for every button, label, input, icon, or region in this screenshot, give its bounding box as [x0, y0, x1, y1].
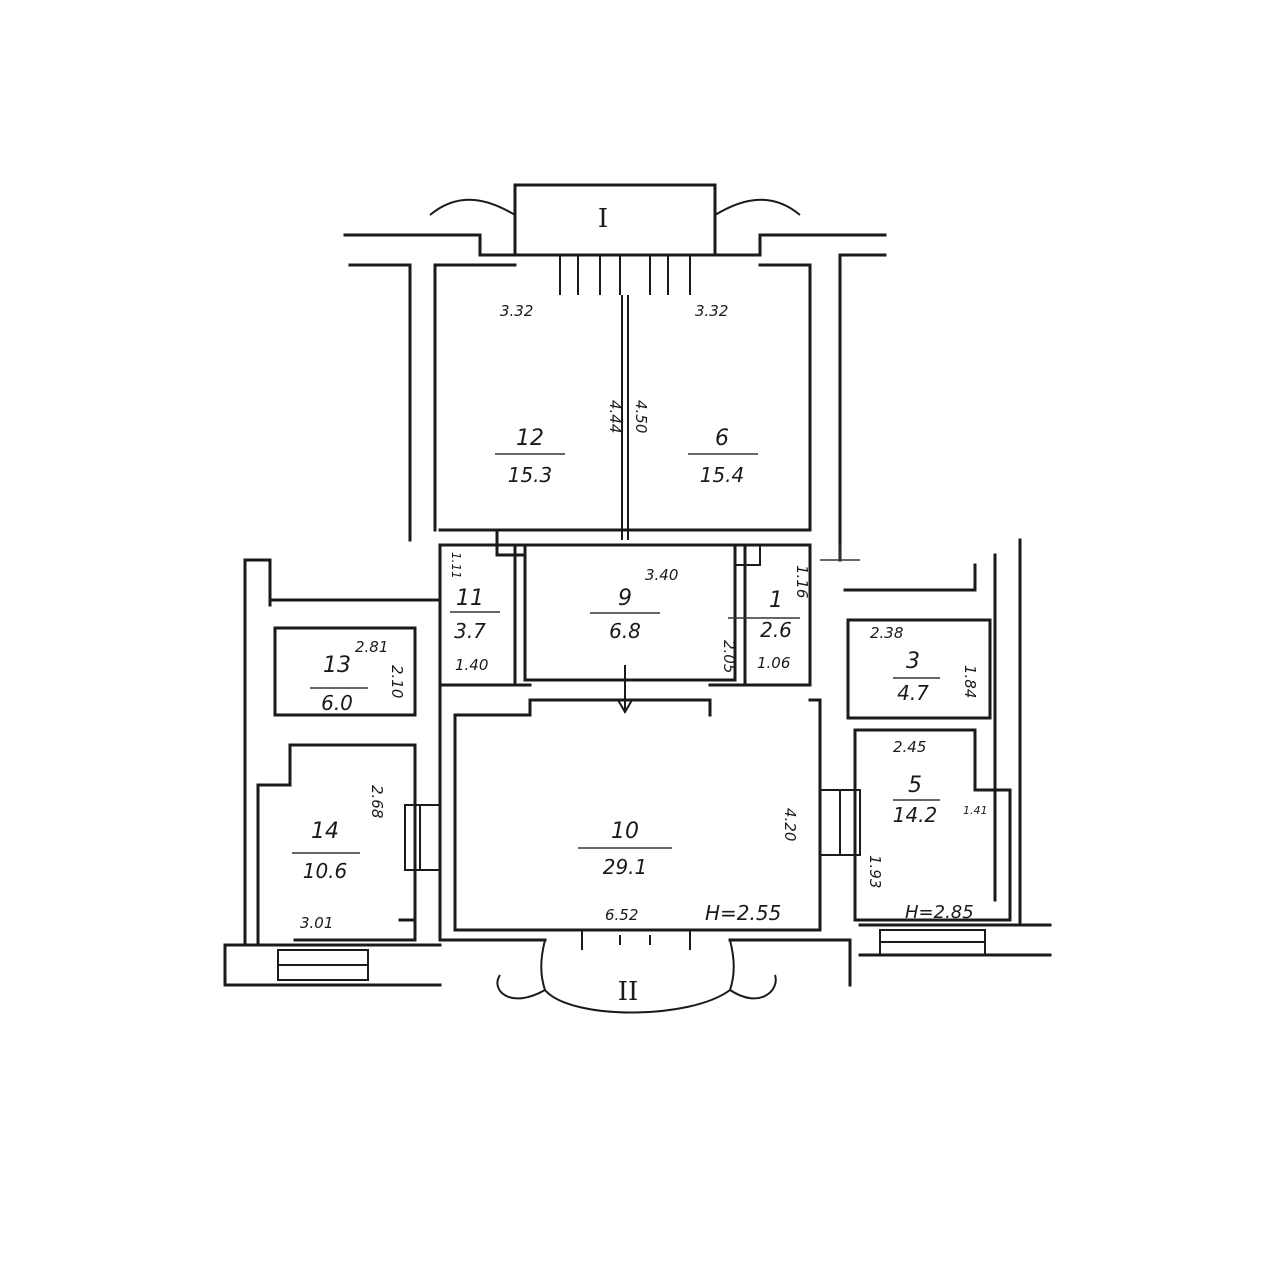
room-area: 3.7 — [454, 619, 486, 643]
room-number: 6 — [715, 426, 729, 451]
door-arrow-icon — [617, 665, 633, 714]
dim-r6-width: 3.32 — [695, 302, 728, 320]
room-number: 14 — [311, 819, 339, 844]
room-number: 10 — [611, 819, 639, 844]
entrance-label-bottom: II — [618, 977, 639, 1007]
room-6: 6 15.4 — [688, 426, 758, 487]
room-12: 12 15.3 — [495, 426, 565, 487]
room-5: 5 14.2 — [893, 773, 940, 827]
room-11: 11 3.7 — [450, 586, 500, 643]
dim-r3-depth: 1.84 — [961, 665, 979, 698]
room-13: 13 6.0 — [310, 653, 368, 715]
room-area: 4.7 — [897, 681, 929, 705]
room-number: 12 — [516, 426, 544, 451]
room-area: 29.1 — [603, 855, 648, 879]
dim-r13-width: 2.81 — [355, 638, 388, 656]
walls — [223, 183, 1052, 1014]
dim-r10-width: 6.52 — [605, 906, 638, 924]
dim-r1-depth: 1.16 — [793, 565, 811, 598]
dim-r10-depth: 4.20 — [781, 808, 799, 841]
room-number: 13 — [323, 653, 351, 678]
room-10: 10 29.1 — [578, 819, 672, 879]
dim-r10-height: H=2.55 — [705, 901, 781, 925]
dim-r9-width: 3.40 — [645, 566, 678, 584]
dim-r5-width: 2.45 — [893, 738, 926, 756]
room-area: 14.2 — [893, 803, 938, 827]
dim-r1-width: 1.06 — [757, 654, 790, 672]
room-9: 9 6.8 — [590, 586, 660, 643]
room-3: 3 4.7 — [893, 649, 940, 705]
dim-r12-depth: 4.44 — [606, 400, 624, 433]
dim-r9-depth: 2.05 — [720, 640, 738, 673]
room-number: 9 — [618, 586, 632, 611]
dim-r11-depth: 1.11 — [449, 552, 463, 579]
dim-r3-width: 2.38 — [870, 624, 903, 642]
dim-r12-width: 3.32 — [500, 302, 533, 320]
room-area: 6.0 — [321, 691, 353, 715]
room-number: 3 — [906, 649, 920, 674]
room-number: 11 — [456, 586, 484, 611]
room-area: 10.6 — [303, 859, 348, 883]
room-area: 15.3 — [508, 463, 553, 487]
dim-r14-width: 3.01 — [300, 914, 333, 932]
dim-r14-depth: 2.68 — [368, 785, 386, 818]
room-area: 6.8 — [609, 619, 641, 643]
room-1: 1 2.6 — [728, 588, 800, 642]
entrance-label-top: I — [598, 204, 608, 234]
dim-r5-height: H=2.85 — [905, 902, 974, 923]
room-14: 14 10.6 — [292, 819, 360, 883]
dim-r5-depth: 1.93 — [866, 855, 884, 888]
room-area: 2.6 — [760, 618, 792, 642]
room-number: 5 — [908, 773, 922, 798]
room-area: 15.4 — [700, 463, 745, 487]
room-number: 1 — [769, 588, 783, 613]
dim-r6-depth: 4.50 — [632, 400, 650, 433]
dim-r11-width: 1.40 — [455, 656, 488, 674]
dimensions: 3.32 3.32 4.44 4.50 3.40 1.16 1.11 2.05 … — [300, 302, 988, 932]
dim-r5-side: 1.41 — [963, 804, 988, 817]
dim-r13-depth: 2.10 — [388, 665, 406, 698]
